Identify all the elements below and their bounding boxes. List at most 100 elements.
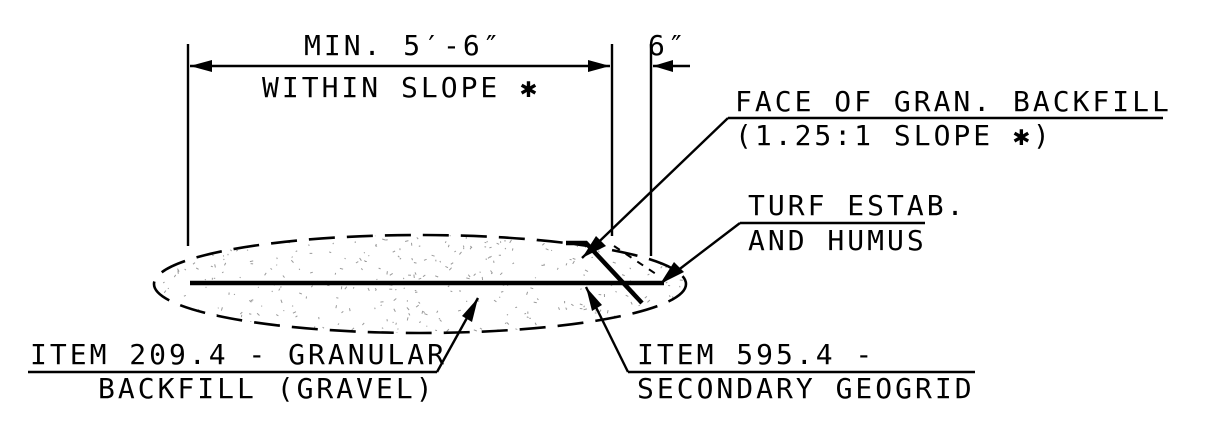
stipple-speck bbox=[194, 315, 197, 319]
stipple-speck bbox=[332, 242, 335, 245]
stipple-speck bbox=[473, 329, 477, 332]
item-209-label: ITEM 209.4 - GRANULAR bbox=[30, 338, 447, 371]
six-inch-label: 6″ bbox=[648, 29, 688, 62]
item-595-leader-arrow bbox=[586, 287, 602, 311]
stipple-speck bbox=[660, 324, 663, 329]
stipple-speck bbox=[210, 265, 213, 268]
stipple-speck bbox=[393, 298, 397, 301]
dim-arrow-right bbox=[588, 60, 610, 72]
turf-slope-dashed bbox=[613, 245, 657, 275]
stipple-speck bbox=[672, 324, 675, 327]
stipple-speck bbox=[630, 301, 633, 305]
item-595-label: ITEM 595.4 - bbox=[637, 338, 875, 371]
stipple-speck bbox=[615, 290, 617, 293]
stipple-speck bbox=[422, 311, 425, 314]
stipple-speck bbox=[406, 307, 410, 311]
stipple-speck bbox=[511, 232, 513, 234]
stipple-speck bbox=[275, 314, 279, 317]
stipple-speck bbox=[279, 330, 283, 333]
stipple-speck bbox=[177, 268, 180, 272]
stipple-speck bbox=[663, 232, 664, 234]
stipple-speck bbox=[490, 270, 493, 274]
stipple-speck bbox=[526, 316, 529, 318]
stipple-speck bbox=[308, 244, 310, 246]
stipple-speck bbox=[644, 235, 647, 237]
stipple-speck bbox=[576, 235, 579, 236]
stipple-speck bbox=[180, 252, 183, 254]
stipple-speck bbox=[380, 304, 382, 307]
stipple-speck bbox=[151, 334, 152, 336]
stipple-speck bbox=[435, 275, 439, 278]
stipple-speck bbox=[660, 266, 663, 269]
stipple-speck bbox=[435, 329, 438, 332]
stipple-speck bbox=[224, 262, 227, 266]
stipple-speck bbox=[439, 319, 442, 322]
stipple-speck bbox=[249, 328, 252, 332]
stipple-speck bbox=[457, 309, 461, 312]
stipple-speck bbox=[479, 327, 483, 330]
stipple-speck bbox=[447, 244, 450, 248]
stipple-speck bbox=[188, 254, 191, 257]
stipple-speck bbox=[449, 235, 451, 237]
stipple-speck bbox=[536, 298, 539, 301]
stipple-speck bbox=[484, 241, 487, 244]
stipple-speck bbox=[462, 245, 465, 248]
stipple-speck bbox=[667, 304, 670, 307]
stipple-speck bbox=[161, 247, 164, 251]
stipple-speck bbox=[149, 265, 150, 267]
stipple-speck bbox=[541, 242, 545, 246]
stipple-speck bbox=[225, 248, 228, 251]
stipple-speck bbox=[628, 330, 631, 333]
stipple-speck bbox=[193, 246, 197, 249]
stipple-speck bbox=[189, 311, 191, 314]
stipple-speck bbox=[446, 328, 450, 332]
stipple-speck bbox=[211, 319, 215, 323]
stipple-speck bbox=[374, 235, 377, 237]
stipple-speck bbox=[679, 285, 681, 288]
stipple-speck bbox=[644, 296, 648, 299]
stipple-speck bbox=[336, 297, 339, 299]
stipple-speck bbox=[431, 254, 435, 257]
stipple-speck bbox=[246, 249, 249, 251]
stipple-speck bbox=[199, 331, 202, 333]
stipple-speck bbox=[185, 237, 187, 241]
stipple-speck bbox=[295, 315, 298, 318]
stipple-speck bbox=[511, 248, 514, 251]
stipple-speck bbox=[509, 239, 512, 244]
slope-ratio-label: (1.25:1 SLOPE ✱) bbox=[735, 119, 1053, 152]
stipple-speck bbox=[524, 312, 527, 315]
stipple-speck bbox=[423, 258, 427, 261]
stipple-speck bbox=[298, 236, 302, 239]
stipple-speck bbox=[530, 234, 532, 235]
stipple-speck bbox=[272, 330, 275, 333]
stipple-speck bbox=[256, 312, 260, 316]
stipple-speck bbox=[292, 311, 297, 314]
stipple-speck bbox=[355, 261, 359, 264]
stipple-speck bbox=[612, 261, 616, 264]
stipple-speck bbox=[214, 264, 216, 268]
stipple-speck bbox=[599, 309, 602, 313]
stipple-speck bbox=[500, 291, 504, 293]
stipple-speck bbox=[450, 262, 454, 265]
stipple-speck bbox=[448, 267, 452, 271]
stipple-speck bbox=[414, 272, 417, 275]
face-leader-line bbox=[581, 117, 729, 259]
stipple-speck bbox=[278, 288, 281, 291]
stipple-speck bbox=[534, 322, 537, 326]
stipple-speck bbox=[617, 323, 620, 326]
stipple-speck bbox=[679, 233, 681, 234]
stipple-speck bbox=[162, 267, 164, 270]
stipple-speck bbox=[344, 257, 346, 260]
item-209-leader-arrow bbox=[462, 298, 478, 322]
stipple-speck bbox=[506, 313, 509, 316]
stipple-speck bbox=[190, 242, 193, 245]
stipple-speck bbox=[515, 330, 519, 333]
stipple-speck bbox=[466, 277, 470, 280]
stipple-speck bbox=[381, 327, 384, 329]
stipple-speck bbox=[183, 294, 186, 297]
stipple-speck bbox=[374, 287, 377, 290]
stipple-speck bbox=[239, 276, 241, 279]
stipple-speck bbox=[450, 290, 453, 293]
